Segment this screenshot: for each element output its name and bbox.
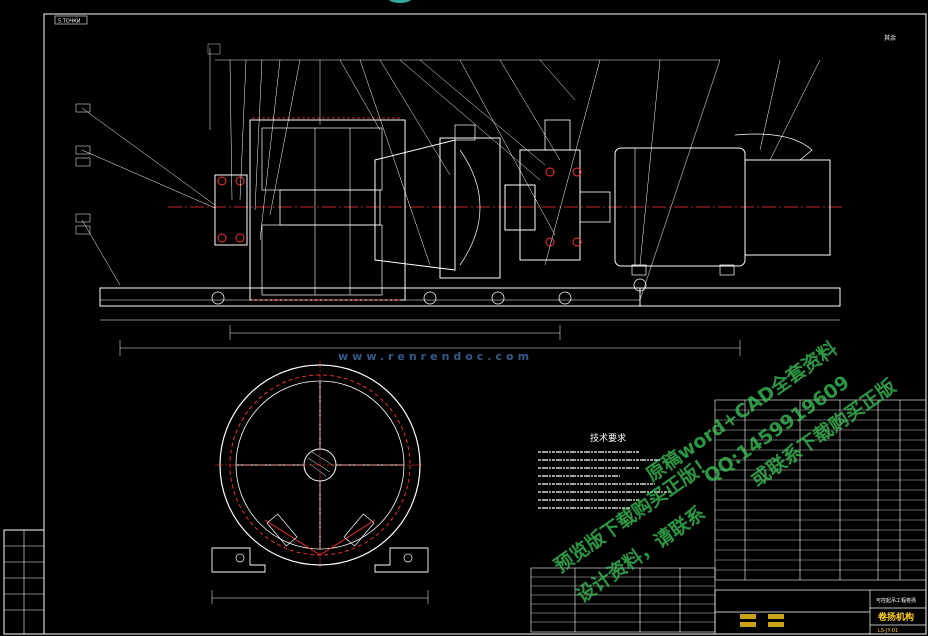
title-block-sub: 可控起吊工程卷扬 xyxy=(876,597,916,604)
tech-req-title: 技术要求 xyxy=(590,432,626,444)
left-bearing xyxy=(214,174,248,246)
top-tag-box xyxy=(54,15,88,25)
right-support xyxy=(374,547,429,573)
title-block xyxy=(714,589,927,635)
sheet-border xyxy=(43,13,927,635)
title-block-name: 卷扬机构 xyxy=(877,611,914,623)
title-block-code: LS-JY-01 xyxy=(878,628,898,634)
left-support xyxy=(211,547,266,573)
top-tag-text: 5 ТОЧКИ xyxy=(58,19,81,25)
corner-note: 其余 xyxy=(884,34,896,42)
gearbox xyxy=(374,139,456,271)
watermark-site: www.renrendoc.com xyxy=(338,350,534,363)
top-marker xyxy=(389,0,411,3)
